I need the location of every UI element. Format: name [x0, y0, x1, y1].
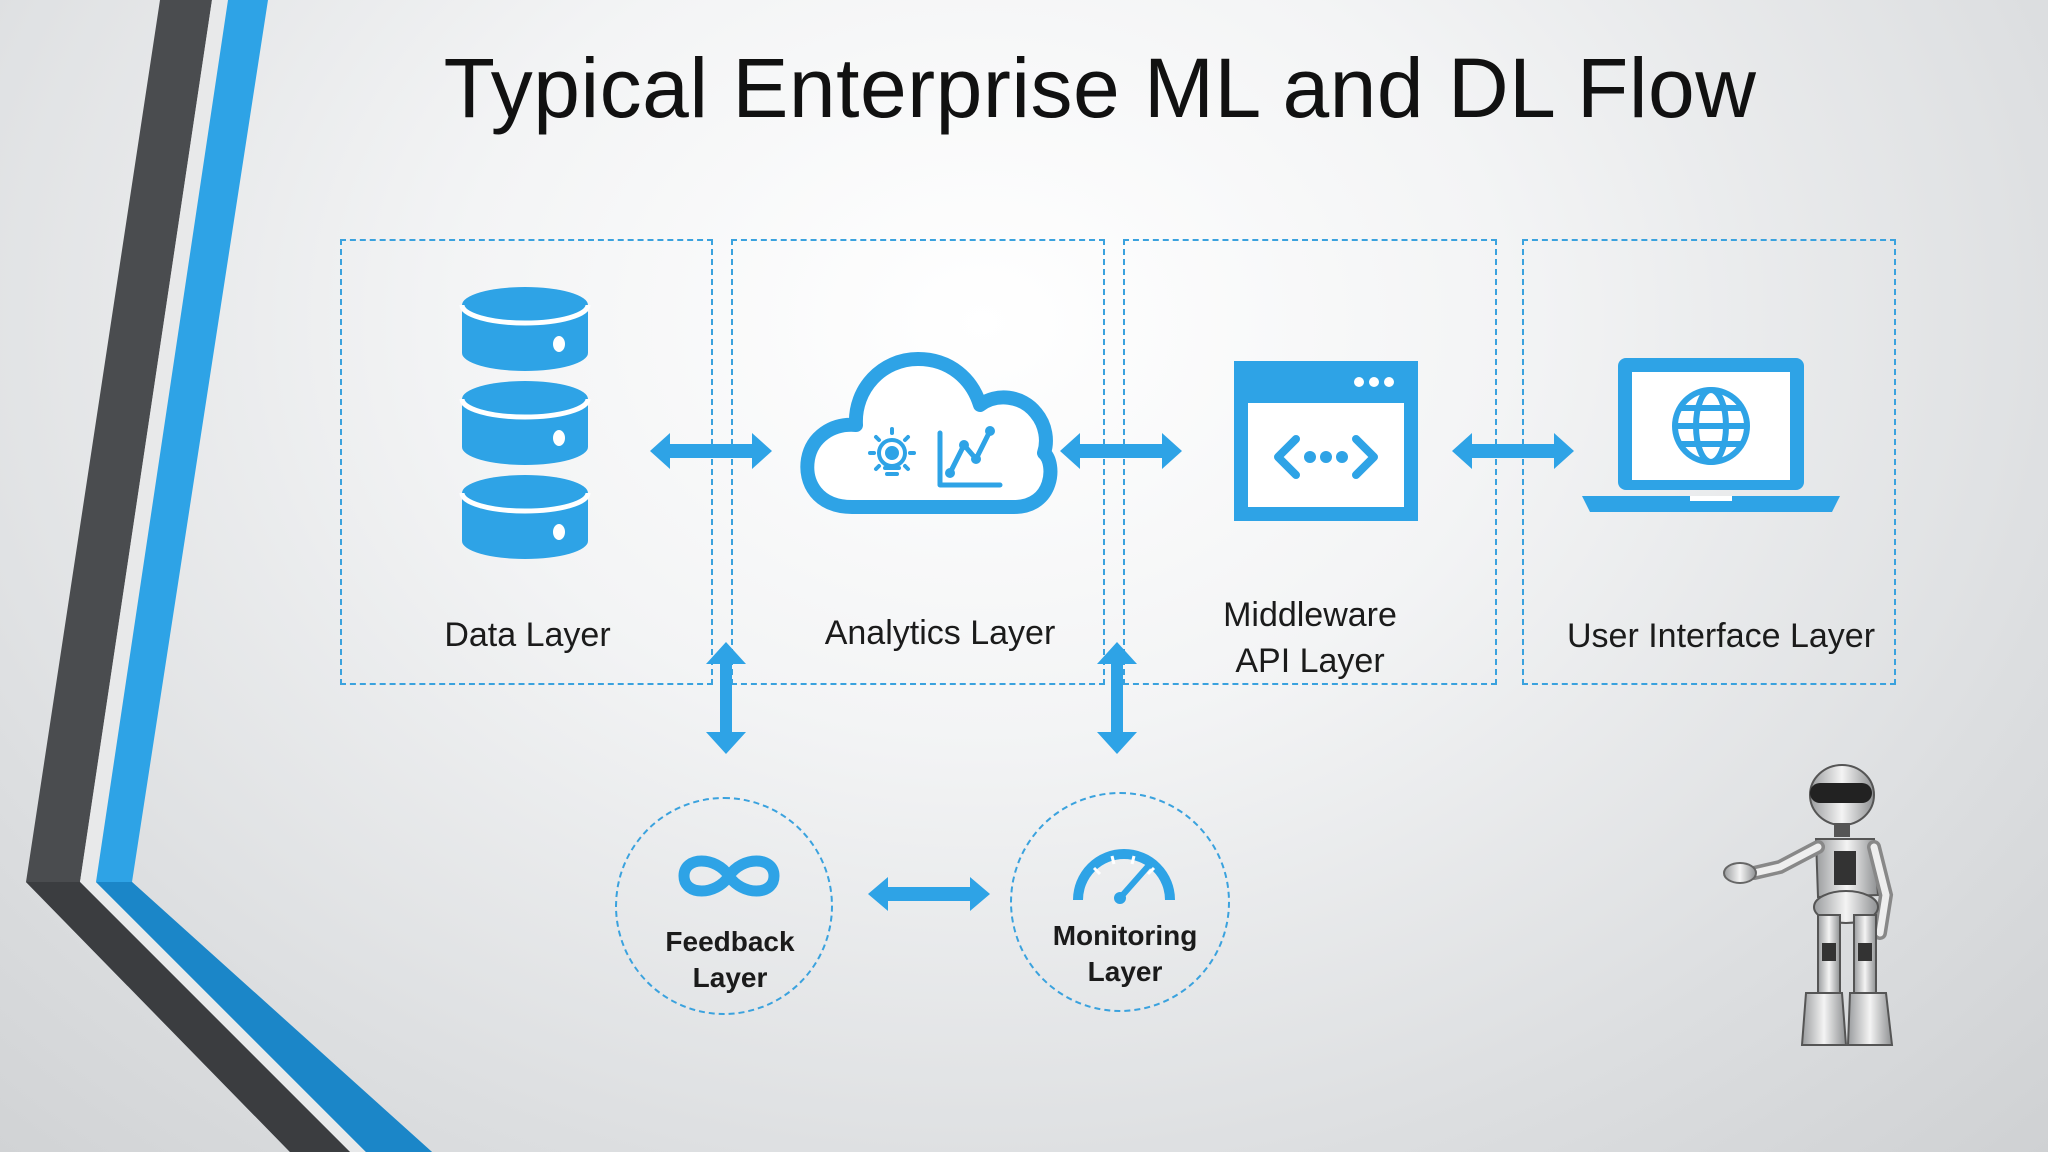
analytics-layer-label: Analytics Layer — [824, 614, 1056, 652]
arrow-data-analytics — [650, 433, 772, 469]
analytics-layer-box — [731, 239, 1105, 685]
middleware-layer-label-line1: Middleware — [1223, 596, 1397, 634]
feedback-layer-label-line1: Feedback — [665, 926, 795, 957]
data-layer-label: Data Layer — [444, 616, 611, 654]
arrow-to-feedback — [706, 642, 746, 754]
arrow-analytics-middleware — [1060, 433, 1182, 469]
monitoring-layer-label-line1: Monitoring — [1052, 920, 1198, 951]
monitoring-layer-node — [1010, 792, 1230, 1012]
slide-title: Typical Enterprise ML and DL Flow — [443, 41, 1757, 135]
monitoring-layer-label-line2: Layer — [1087, 956, 1163, 987]
gauge-icon — [1073, 849, 1175, 904]
arrow-feedback-monitoring — [868, 877, 990, 911]
api-window-icon — [1234, 361, 1418, 521]
database-icon — [459, 287, 591, 559]
infinity-icon — [678, 855, 780, 897]
ui-layer-label: User Interface Layer — [1566, 617, 1876, 655]
laptop-globe-icon — [1582, 358, 1840, 512]
middleware-layer-label-line2: API Layer — [1235, 642, 1385, 680]
cloud-analytics-icon — [800, 352, 1058, 514]
feedback-layer-node — [615, 797, 833, 1015]
arrow-to-monitoring — [1097, 642, 1137, 754]
arrow-middleware-ui — [1452, 433, 1574, 469]
middleware-layer-box — [1123, 239, 1497, 685]
feedback-layer-label-line2: Layer — [692, 962, 768, 993]
data-layer-box — [340, 239, 713, 685]
robot-illustration — [1723, 764, 1894, 1046]
ui-layer-box — [1522, 239, 1896, 685]
